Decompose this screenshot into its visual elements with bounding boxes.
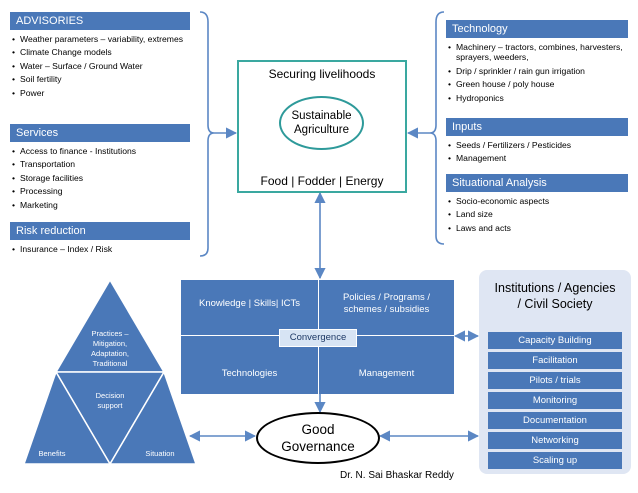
services-item: Transportation <box>10 159 190 169</box>
governance-line-1: Good <box>301 422 335 437</box>
institution-item: Networking <box>488 432 622 449</box>
inputs-list: Seeds / Fertilizers / PesticidesManageme… <box>446 136 628 164</box>
technologies-label: Technologies <box>221 368 278 379</box>
triangle-right <box>108 370 198 465</box>
right-brace <box>429 11 445 245</box>
institution-item: Facilitation <box>488 352 622 369</box>
institutions-title: Institutions / Agencies / Civil Society <box>479 280 631 312</box>
risk-header: Risk reduction <box>10 222 190 240</box>
convergence-center-box: Convergence <box>279 329 357 347</box>
services-header: Services <box>10 124 190 142</box>
triangle-left-label: Benefits <box>38 449 65 458</box>
inputs-item: Management <box>446 153 628 163</box>
knowledge-skills-label: Knowledge | Skills| ICTs <box>198 298 301 309</box>
triangle-top-line-3: Adaptation, <box>91 349 129 358</box>
inputs-header: Inputs <box>446 118 628 136</box>
advisories-item: Power <box>10 88 190 98</box>
triangle-middle-line-1: Decision <box>96 391 125 400</box>
institutions-panel: Institutions / Agencies / Civil Society … <box>479 270 631 474</box>
risk-list: Insurance – Index / Risk <box>10 240 190 254</box>
technology-item: Hydroponics <box>446 93 628 103</box>
author-credit: Dr. N. Sai Bhaskar Reddy <box>340 470 454 481</box>
technology-header: Technology <box>446 20 628 38</box>
governance-line-2: Governance <box>281 439 355 454</box>
services-item: Marketing <box>10 200 190 210</box>
triangle-left <box>22 370 112 465</box>
sustainable-agriculture-oval: Sustainable Agriculture <box>279 96 364 150</box>
situational-list: Socio-economic aspectsLand sizeLaws and … <box>446 192 628 233</box>
inputs-section: Inputs Seeds / Fertilizers / PesticidesM… <box>446 118 628 167</box>
advisories-item: Climate Change models <box>10 47 190 57</box>
institution-item: Documentation <box>488 412 622 429</box>
oval-line-1: Sustainable <box>291 110 352 122</box>
triangle-top-line-4: Traditional <box>93 359 128 368</box>
inputs-item: Seeds / Fertilizers / Pesticides <box>446 140 628 150</box>
services-list: Access to finance - InstitutionsTranspor… <box>10 142 190 210</box>
advisories-list: Weather parameters – variability, extrem… <box>10 30 190 98</box>
institutions-title-line-1: Institutions / Agencies <box>494 281 616 295</box>
triangle-middle-line-2: support <box>97 401 123 410</box>
situational-item: Land size <box>446 209 628 219</box>
services-item: Processing <box>10 186 190 196</box>
technology-list: Machinery – tractors, combines, harveste… <box>446 38 628 103</box>
advisories-section: ADVISORIES Weather parameters – variabil… <box>10 12 190 101</box>
sustainable-agriculture-box: Securing livelihoods Sustainable Agricul… <box>237 60 407 193</box>
triangle-top-line-1: Practices – <box>91 329 129 338</box>
policies-line-2: schemes / subsidies <box>343 304 430 315</box>
situational-item: Socio-economic aspects <box>446 196 628 206</box>
technology-item: Green house / poly house <box>446 79 628 89</box>
services-section: Services Access to finance - Institution… <box>10 124 190 213</box>
technology-item: Machinery – tractors, combines, harveste… <box>446 42 628 63</box>
oval-line-2: Agriculture <box>294 124 349 136</box>
triangle-right-label: Situation <box>145 449 174 458</box>
institution-item: Capacity Building <box>488 332 622 349</box>
triangle-diagram: Practices – Mitigation, Adaptation, Trad… <box>22 278 198 466</box>
good-governance-oval: Good Governance <box>256 412 380 464</box>
policies-label: Policies / Programs / schemes / subsidie… <box>319 292 454 316</box>
institution-item: Pilots / trials <box>488 372 622 389</box>
left-brace <box>199 11 215 257</box>
situational-item: Laws and acts <box>446 223 628 233</box>
technology-item: Drip / sprinkler / rain gun irrigation <box>446 66 628 76</box>
institution-item: Scaling up <box>488 452 622 469</box>
advisories-item: Water – Surface / Ground Water <box>10 61 190 71</box>
convergence-panel: Knowledge | Skills| ICTs Policies / Prog… <box>181 280 454 394</box>
situational-section: Situational Analysis Socio-economic aspe… <box>446 174 628 236</box>
food-fodder-energy-label: Food | Fodder | Energy <box>260 174 384 188</box>
policies-line-1: Policies / Programs / <box>342 292 431 303</box>
institutions-title-line-2: / Civil Society <box>517 297 593 311</box>
securing-livelihoods-label: Securing livelihoods <box>268 67 376 81</box>
services-item: Access to finance - Institutions <box>10 146 190 156</box>
advisories-item: Soil fertility <box>10 74 190 84</box>
advisories-header: ADVISORIES <box>10 12 190 30</box>
management-label: Management <box>358 368 415 379</box>
situational-header: Situational Analysis <box>446 174 628 192</box>
triangle-top-line-2: Mitigation, <box>93 339 127 348</box>
risk-item: Insurance – Index / Risk <box>10 244 190 254</box>
risk-section: Risk reduction Insurance – Index / Risk <box>10 222 190 257</box>
institution-item: Monitoring <box>488 392 622 409</box>
technology-section: Technology Machinery – tractors, combine… <box>446 20 628 106</box>
services-item: Storage facilities <box>10 173 190 183</box>
advisories-item: Weather parameters – variability, extrem… <box>10 34 190 44</box>
